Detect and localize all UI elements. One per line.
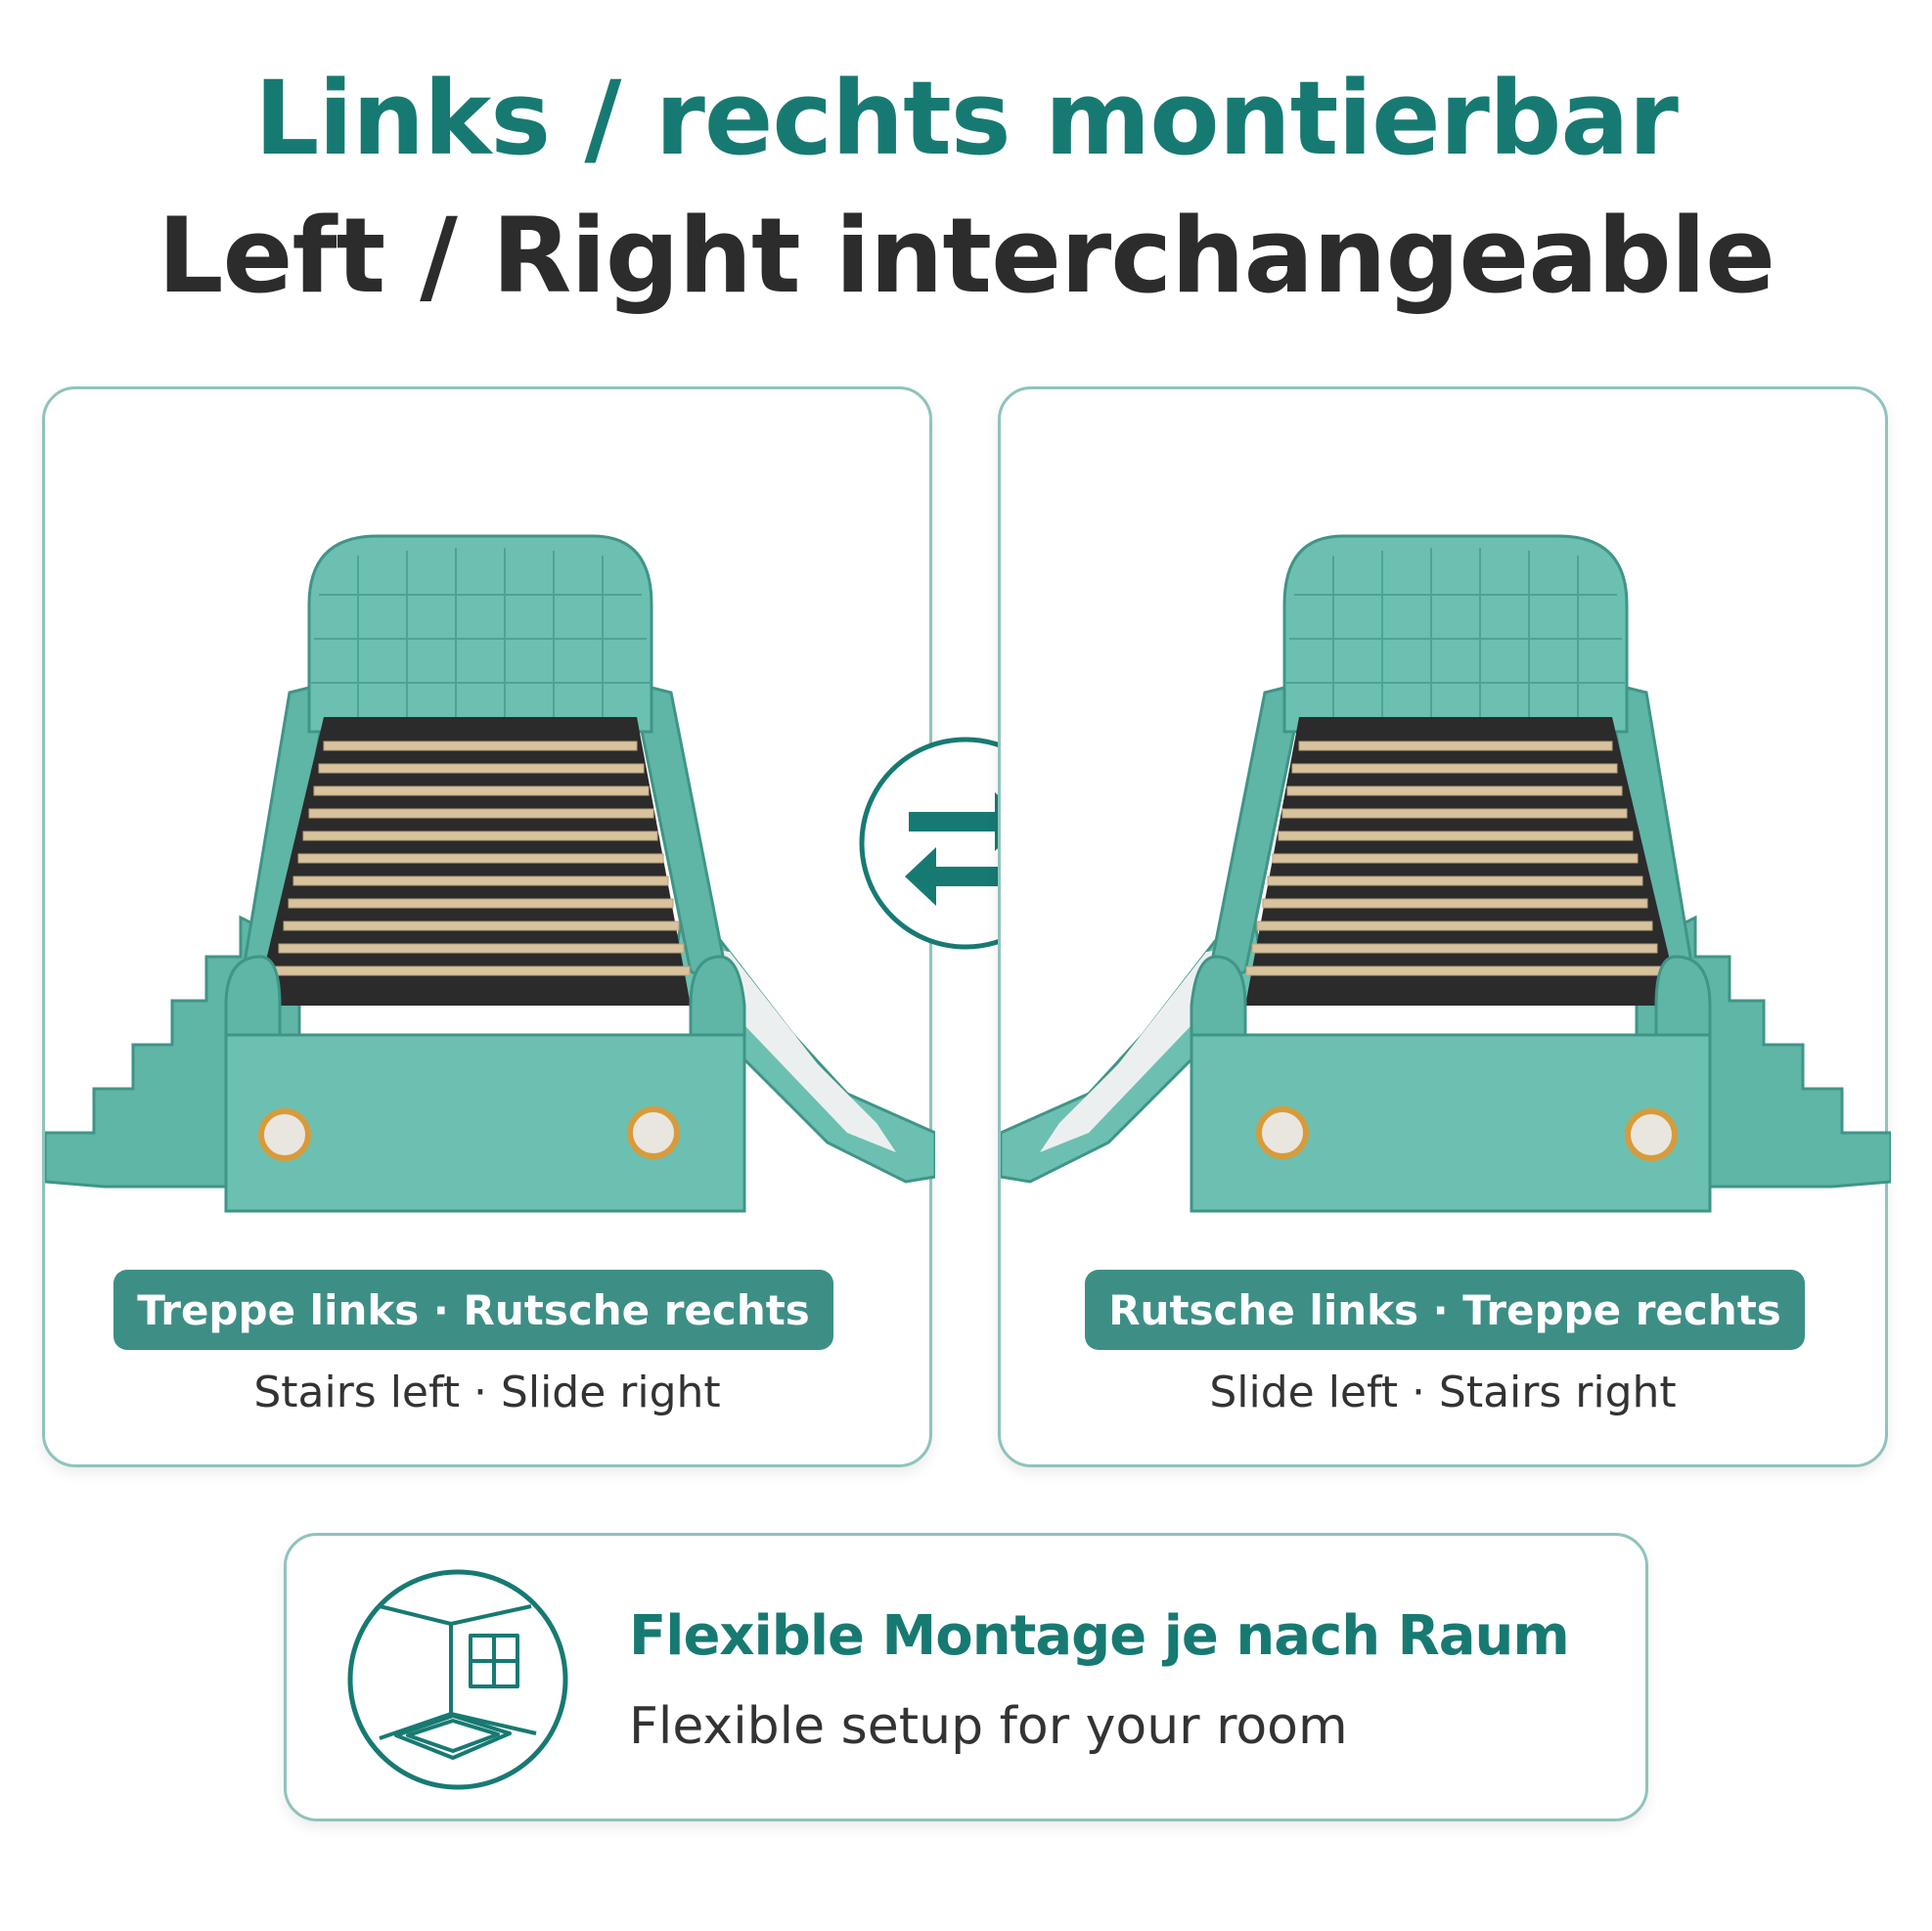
wheel-light [258, 1108, 311, 1161]
card-stairs-left: Treppe links · Rutsche rechts Stairs lef… [42, 386, 935, 1467]
flexible-setup-banner: Flexible Montage je nach Raum Flexible s… [284, 1533, 1648, 1821]
wheel-light [1625, 1108, 1678, 1161]
label-de-right: Rutsche links · Treppe rechts [1085, 1270, 1805, 1350]
slats [1245, 741, 1664, 976]
footboard [1190, 1033, 1712, 1213]
headboard [307, 534, 653, 734]
bed-illustration [45, 534, 935, 1213]
label-en-right: Slide left · Stairs right [1209, 1368, 1677, 1417]
wheel-light [627, 1106, 680, 1159]
card-slide-left: Rutsche links · Treppe rechts Slide left… [998, 386, 1891, 1467]
bed-image-stairs-left [45, 534, 935, 1213]
slats [272, 741, 691, 976]
headboard [1282, 534, 1629, 734]
title-german: Links / rechts montierbar [254, 59, 1679, 178]
banner-title-english: Flexible setup for your room [629, 1697, 1348, 1756]
label-de-left: Treppe links · Rutsche rechts [113, 1270, 833, 1350]
bed-illustration [1001, 534, 1891, 1213]
label-en-left: Stairs left · Slide right [253, 1368, 721, 1417]
banner-title-german: Flexible Montage je nach Raum [629, 1604, 1570, 1668]
room-corner-icon [347, 1569, 568, 1790]
footboard [224, 1033, 746, 1213]
bed-image-slide-left [1001, 534, 1891, 1213]
wheel-light [1256, 1106, 1309, 1159]
title-english: Left / Right interchangeable [157, 196, 1775, 316]
